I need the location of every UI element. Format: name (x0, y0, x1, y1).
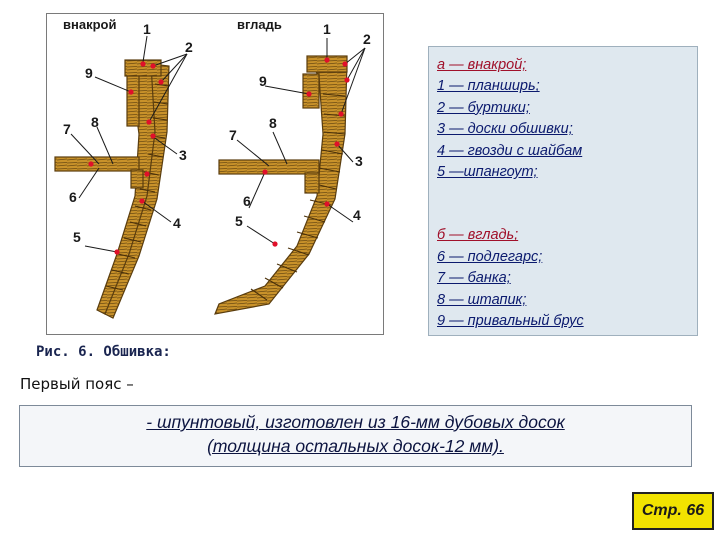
legend-line-8: 8 — штапик; (437, 291, 527, 308)
planking-diagram: внакрой вгладь (54, 17, 371, 319)
overlap-thwart (54, 156, 140, 172)
label-right-6: 6 (243, 193, 251, 209)
label-left-6: 6 (69, 189, 77, 205)
flush-riser (304, 172, 320, 194)
figure-panel: внакрой вгладь (46, 13, 384, 335)
label-left-9: 9 (85, 65, 93, 81)
note-panel: - шпунтовый, изготовлен из 16-мм дубовых… (19, 405, 692, 467)
label-left-1: 1 (143, 21, 151, 37)
label-right-4: 4 (353, 207, 361, 223)
flush-thwart (218, 159, 320, 175)
section-subheading: Первый пояс – (20, 375, 134, 393)
nail-markers (88, 57, 350, 255)
label-right-7: 7 (229, 127, 237, 143)
label-right-1: 1 (323, 21, 331, 37)
overlap-rubbing-strip (126, 75, 140, 127)
legend-gap (437, 183, 697, 225)
label-right-8: 8 (269, 115, 277, 131)
label-right-3: 3 (355, 153, 363, 169)
label-left-2: 2 (185, 39, 193, 55)
flush-sheer-clamp (302, 73, 320, 109)
note-line-1: - шпунтовый, изготовлен из 16-мм дубовых… (146, 412, 565, 432)
label-right-5: 5 (235, 213, 243, 229)
legend-line-2: 2 — буртики; (437, 99, 530, 116)
legend-line-6: 6 — подлегарс; (437, 248, 543, 265)
legend-line-3: 3 — доски обшивки; (437, 121, 573, 138)
label-left-7: 7 (63, 121, 71, 137)
label-left-8: 8 (91, 114, 99, 130)
figure-caption: Рис. 6. Обшивка: (36, 344, 171, 360)
label-left-5: 5 (73, 229, 81, 245)
title-overlap: внакрой (63, 17, 116, 32)
overlap-planks (104, 63, 170, 319)
flush-plank-seams (250, 93, 346, 301)
legend-line-1: 1 — планширь; (437, 78, 540, 95)
label-right-2: 2 (363, 31, 371, 47)
overlap-riser (130, 169, 144, 189)
page-number-badge[interactable]: Стр. 66 (632, 492, 714, 530)
legend-line-5: 5 —шпангоут; (437, 164, 538, 181)
legend-line-b: б — вгладь; (437, 227, 519, 244)
label-left-4: 4 (173, 215, 181, 231)
label-right-9: 9 (259, 73, 267, 89)
legend-panel: а — внакрой; 1 — планширь; 2 — буртики; … (428, 46, 698, 336)
legend-line-9: 9 — привальный брус (437, 313, 584, 330)
title-flush: вгладь (237, 17, 282, 32)
flush-planking-drawing (214, 55, 348, 315)
label-left-3: 3 (179, 147, 187, 163)
legend-line-7: 7 — банка; (437, 270, 511, 287)
flush-frame-planks (214, 61, 348, 315)
leader-lines (70, 35, 366, 253)
overlap-plank-seams (105, 83, 170, 291)
legend-line-4: 4 — гвозди с шайбам (437, 142, 583, 159)
legend-line-a: а — внакрой; (437, 57, 527, 73)
overlap-planking-drawing (54, 59, 170, 319)
note-line-2: (толщина остальных досок-12 мм). (207, 436, 504, 456)
